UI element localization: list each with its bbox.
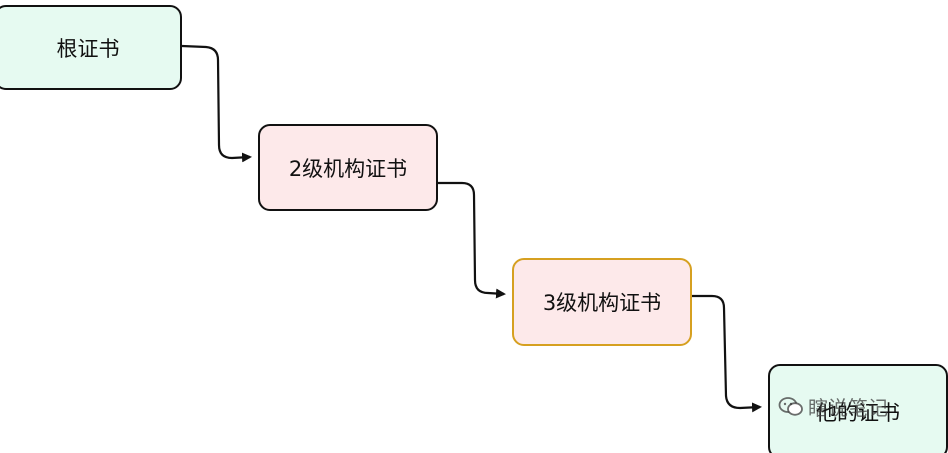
connector-root-to-level2 xyxy=(181,44,252,163)
level3-certificate-node: 3级机构证书 xyxy=(512,258,692,346)
connector-level3-to-endentity xyxy=(692,294,762,413)
level2-certificate-label: 2级机构证书 xyxy=(288,156,408,181)
end-entity-certificate-label: 他的证书 xyxy=(816,400,900,425)
connector-level2-to-level3 xyxy=(438,181,506,299)
level2-certificate-node: 2级机构证书 xyxy=(258,124,438,211)
root-certificate-label: 根证书 xyxy=(56,36,120,61)
level3-certificate-label: 3级机构证书 xyxy=(542,291,662,315)
root-certificate-node: 根证书 xyxy=(0,5,182,90)
end-entity-certificate-node: 他的证书 xyxy=(768,364,948,453)
